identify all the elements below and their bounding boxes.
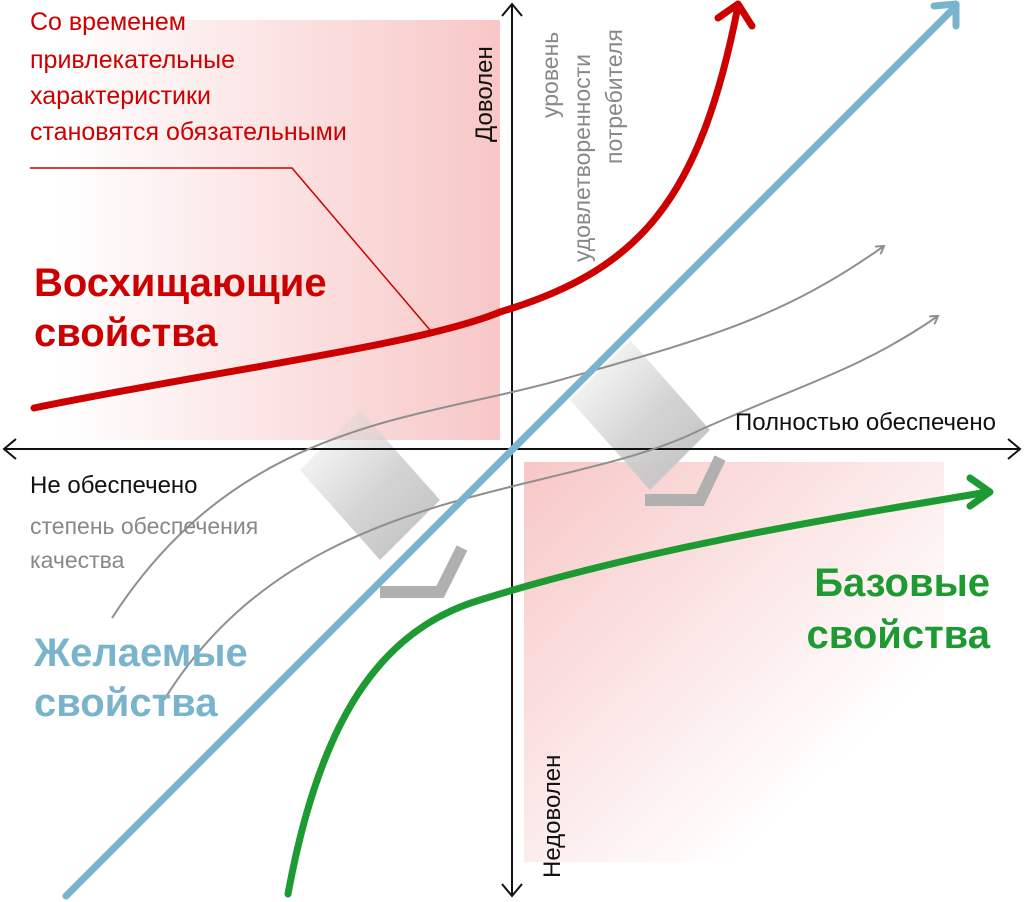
shade-top-left <box>60 20 500 440</box>
basic-label-line-2: свойства <box>807 613 991 657</box>
annotation-line-1: Со временем <box>30 8 186 36</box>
transition-arrow-left <box>300 410 468 598</box>
basic-arrowhead <box>966 474 994 510</box>
x-axis-left-label: Не обеспечено <box>30 472 198 499</box>
x-axis-right-label: Полностью обеспечено <box>735 409 996 436</box>
performance-label-line-1: Желаемые <box>33 631 248 675</box>
annotation-leader <box>30 167 431 331</box>
performance-arrowhead <box>930 0 960 30</box>
y-axis-bottom-label: Недоволен <box>539 755 566 878</box>
annotation-line-3: характеристики <box>30 82 211 110</box>
transition-arrow-right <box>570 340 726 506</box>
basic-label-line-1: Базовые <box>814 561 990 605</box>
basic-curve <box>284 488 992 898</box>
delighters-label: Восхищающие свойства <box>34 261 327 355</box>
delighters-label-line-2: свойства <box>34 311 218 355</box>
x-axis-caption-line-1: степень обеспечения <box>30 513 258 539</box>
shade-bottom-right <box>524 462 944 862</box>
delighters-arrowhead <box>714 0 756 30</box>
performance-line <box>62 2 960 900</box>
y-axis-caption-line-3: потребителя <box>601 29 627 164</box>
thin-curve-1 <box>111 246 884 619</box>
thin-curve-2 <box>163 316 938 701</box>
annotation-text: Со временем привлекательные характеристи… <box>30 8 347 146</box>
y-axis-caption-line-1: уровень <box>537 32 563 118</box>
annotation-line-2: привлекательные <box>30 46 235 74</box>
annotation-line-4: становятся обязательными <box>30 118 347 146</box>
delighters-label-line-1: Восхищающие <box>34 261 327 305</box>
y-axis-caption: уровень удовлетворенности потребителя <box>537 29 627 262</box>
y-axis-top-label: Доволен <box>471 46 498 142</box>
performance-label-line-2: свойства <box>34 681 218 725</box>
y-axis-caption-line-2: удовлетворенности <box>569 54 595 262</box>
x-axis-caption-line-2: качества <box>30 547 125 573</box>
delighters-curve <box>30 2 742 412</box>
basic-label: Базовые свойства <box>807 561 991 657</box>
performance-label: Желаемые свойства <box>33 631 248 725</box>
x-axis-caption: степень обеспечения качества <box>30 513 258 573</box>
